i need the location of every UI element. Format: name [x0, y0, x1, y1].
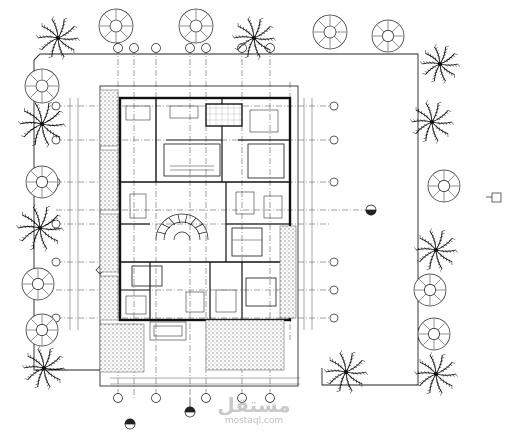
palm-left-2 — [16, 204, 64, 252]
paved-areas — [99, 89, 297, 373]
section-markers — [95, 192, 502, 430]
tree-top-3 — [312, 14, 348, 50]
tree-left-3 — [21, 267, 55, 301]
palm-left-1 — [18, 100, 66, 148]
palm-top-1 — [36, 16, 80, 60]
palm-left-3 — [22, 346, 66, 390]
palm-right-1 — [419, 44, 461, 84]
grid-bubbles — [51, 43, 339, 403]
terrace-edges — [69, 98, 313, 385]
palm-right-3 — [414, 228, 458, 272]
tree-left-1 — [24, 68, 60, 104]
tree-bottom-1 — [25, 313, 59, 347]
palm-bottom-1 — [324, 350, 368, 394]
watermark-arabic: مستقل — [217, 393, 291, 417]
palm-bottom-2 — [414, 352, 458, 396]
palm-trees — [16, 16, 461, 396]
palm-top-2 — [232, 16, 276, 60]
tree-right-1 — [427, 169, 461, 203]
tree-right-3 — [417, 317, 451, 351]
tree-left-2 — [25, 165, 59, 199]
tree-top-1 — [98, 8, 134, 44]
interior-details — [125, 105, 283, 341]
tree-top-4 — [371, 19, 405, 53]
spiral-staircase — [155, 213, 209, 241]
tree-top-2 — [178, 8, 214, 44]
round-trees — [21, 8, 461, 351]
watermark-latin: mostaql.com — [224, 416, 284, 426]
watermark: مستقل mostaql.com — [214, 394, 294, 426]
palm-right-2 — [410, 100, 454, 144]
tree-right-2 — [413, 273, 447, 307]
